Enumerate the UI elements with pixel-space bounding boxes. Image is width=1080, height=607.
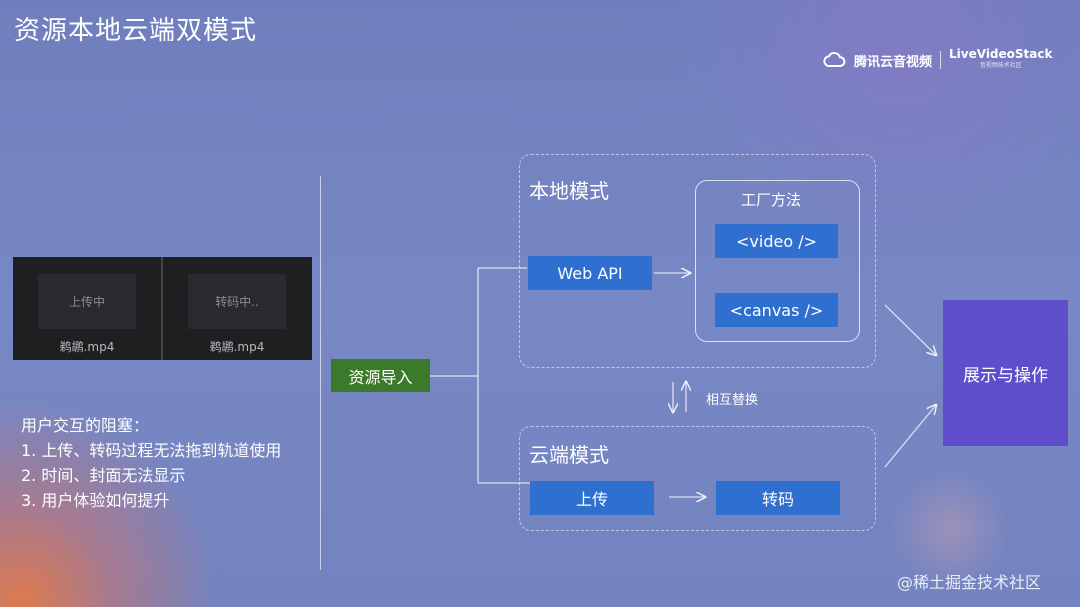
blocking-notes: 用户交互的阻塞： 1. 上传、转码过程无法拖到轨道使用 2. 时间、封面无法显示… [21,413,281,513]
tencent-brand: 腾讯云音视频 [854,54,933,70]
thumbnail-upload[interactable]: 上传中 鹈鹕.mp4 [13,257,161,360]
notes-heading: 用户交互的阻塞： [21,416,150,435]
note-item: 2. 时间、封面无法显示 [21,466,186,485]
transcode-box[interactable]: 转码 [716,481,840,515]
brand-logos: 腾讯云音视频 LiveVideoStack 音视频技术社区 [822,48,1052,72]
cloud-mode-box [519,426,876,531]
logo-divider [940,51,942,69]
web-api-box[interactable]: Web API [528,256,652,290]
local-to-display-arrow [884,304,936,355]
cloud-mode-title: 云端模式 [529,443,609,467]
display-and-operate-box[interactable]: 展示与操作 [943,300,1068,446]
thumbnail-status: 上传中 [38,274,136,329]
thumbnail-status: 转码中.. [188,274,286,329]
factory-title: 工厂方法 [741,191,802,209]
lvs-sub-text: 音视频技术社区 [979,62,1022,69]
thumbnail-filename: 鹈鹕.mp4 [209,340,265,354]
vertical-divider [320,176,321,570]
canvas-element-box[interactable]: <canvas /> [715,293,838,327]
cloud-icon [823,52,846,67]
thumbnail-filename: 鹈鹕.mp4 [59,340,115,354]
cloud-to-display-arrow [884,405,936,468]
swap-label: 相互替换 [706,393,759,408]
livevideostack-brand: LiveVideoStack 音视频技术社区 [949,48,1052,72]
note-item: 1. 上传、转码过程无法拖到轨道使用 [21,441,282,460]
factory-method-box [695,180,860,342]
thumbnail-transcode[interactable]: 转码中.. 鹈鹕.mp4 [163,257,311,360]
page-title: 资源本地云端双模式 [14,16,258,46]
thumbnail-divider [161,257,163,360]
resource-import-button[interactable]: 资源导入 [331,359,430,392]
import-connector [430,267,530,484]
local-mode-box [519,154,876,368]
video-element-box[interactable]: <video /> [715,224,838,258]
note-item: 3. 用户体验如何提升 [21,491,170,510]
local-mode-title: 本地模式 [529,179,609,203]
lvs-main-text: LiveVideoStack [949,47,1053,61]
watermark: @稀土掘金技术社区 [897,573,1042,592]
upload-box[interactable]: 上传 [530,481,654,515]
thumbnail-strip: 上传中 鹈鹕.mp4 转码中.. 鹈鹕.mp4 [13,257,312,360]
